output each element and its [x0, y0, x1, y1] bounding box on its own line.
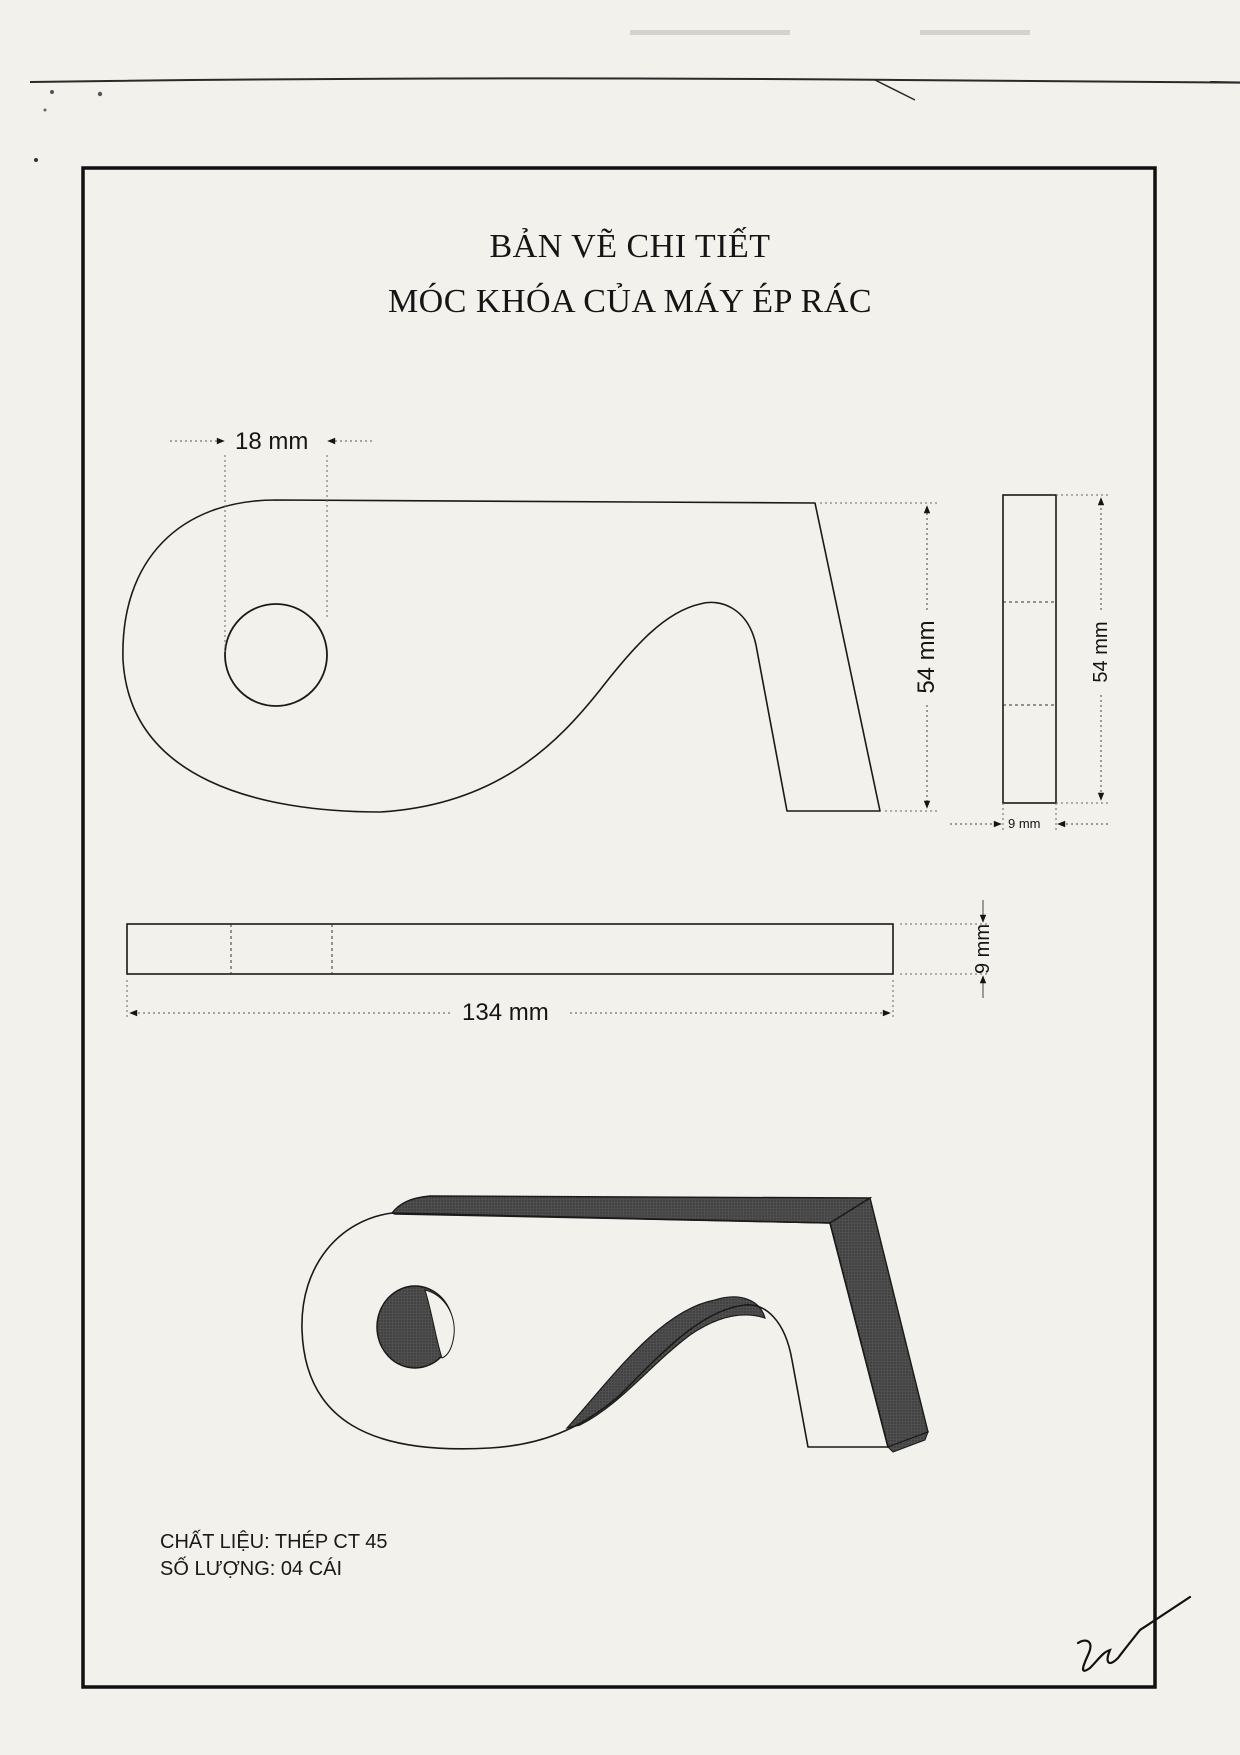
isometric-view: [301, 1195, 929, 1453]
front-view-hole: [224, 603, 328, 707]
side-view: [950, 494, 1110, 830]
signature: [1076, 1595, 1192, 1672]
dim-label-9mm-top: 9 mm: [972, 924, 994, 974]
front-view: [122, 455, 881, 813]
side-view-outline: [1002, 494, 1057, 804]
drawing-frame: [81, 166, 1157, 1689]
dim-label-18mm: 18 mm: [235, 428, 309, 455]
page-title: BẢN VẼ CHI TIẾT: [489, 228, 771, 265]
material-note: CHẤT LIỆU: THÉP CT 45: [160, 1531, 388, 1553]
dimension-54mm-front: [820, 502, 940, 812]
quantity-note: SỐ LƯỢNG: 04 CÁI: [160, 1558, 343, 1580]
iso-front-face: [301, 1212, 889, 1450]
iso-curve-face: [565, 1296, 766, 1430]
dim-label-9mm-side: 9 mm: [1008, 816, 1041, 831]
top-view: [126, 900, 990, 1020]
page-subtitle: MÓC KHÓA CỦA MÁY ÉP RÁC: [387, 283, 873, 320]
dim-label-54mm-side: 54 mm: [1090, 621, 1112, 683]
scan-top-edge: [29, 30, 1240, 162]
dim-label-54mm-front: 54 mm: [913, 620, 940, 694]
dim-label-134mm: 134 mm: [462, 999, 549, 1026]
front-view-outline: [122, 499, 881, 813]
top-view-outline: [126, 923, 894, 975]
